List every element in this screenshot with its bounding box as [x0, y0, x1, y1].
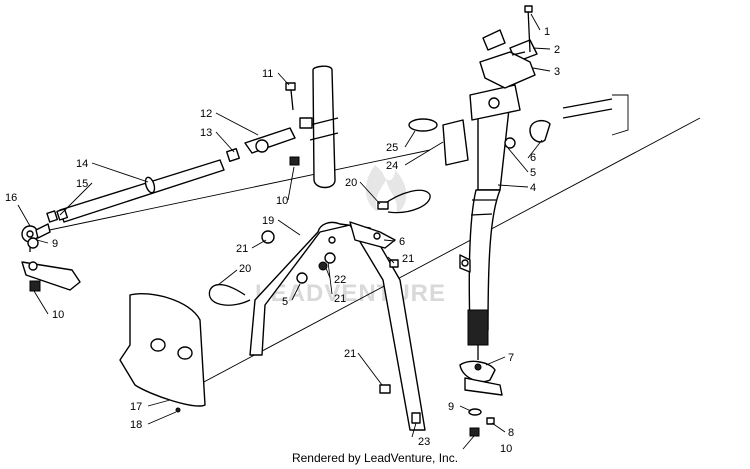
- footer-credit: Rendered by LeadVenture, Inc.: [291, 451, 459, 465]
- callout-3: 3: [554, 66, 560, 78]
- callout-10c: 10: [276, 195, 288, 207]
- cable-tie: [382, 189, 431, 214]
- steering-arm: [21, 237, 81, 292]
- callout-14: 14: [76, 158, 88, 170]
- callout-21b: 21: [334, 293, 346, 305]
- callout-5: 5: [530, 167, 536, 179]
- callout-17: 17: [130, 401, 142, 413]
- pitman-arm: [459, 360, 503, 396]
- callout-16: 16: [5, 192, 17, 204]
- callout-20b: 20: [239, 263, 251, 275]
- callout-24: 24: [386, 160, 398, 172]
- callout-10b: 10: [52, 309, 64, 321]
- callouts: 1 2 3 4 5 6 7 8 9 10 11 12 13 14 15 16 9…: [5, 26, 560, 455]
- clamp: [529, 119, 551, 143]
- callout-10: 10: [500, 443, 512, 455]
- callout-7: 7: [508, 352, 514, 364]
- pin: [486, 417, 495, 425]
- handlebar-clamp: [479, 5, 538, 89]
- callout-15: 15: [76, 178, 88, 190]
- support-frame: [249, 221, 426, 431]
- nut-lower: [469, 427, 480, 437]
- reference-line: [169, 117, 701, 401]
- callout-22: 22: [334, 274, 346, 286]
- callout-9: 9: [448, 401, 454, 413]
- callout-4: 4: [530, 182, 536, 194]
- callout-12: 12: [200, 108, 212, 120]
- leader-lines: [17, 13, 551, 450]
- callout-8: 8: [508, 427, 514, 439]
- long-bolts: [562, 94, 629, 136]
- reference-line-upper: [39, 149, 431, 233]
- washer: [504, 137, 516, 149]
- frame-post: [299, 65, 339, 189]
- callout-21d: 21: [344, 348, 356, 360]
- callout-6: 6: [530, 152, 536, 164]
- callout-9b: 9: [52, 238, 58, 250]
- callout-19: 19: [262, 215, 274, 227]
- callout-20: 20: [345, 177, 357, 189]
- callout-6b: 6: [399, 236, 405, 248]
- callout-5b: 5: [282, 296, 288, 308]
- cable-tie-lower: [208, 283, 251, 306]
- bolt: [285, 82, 296, 111]
- callout-13: 13: [200, 127, 212, 139]
- callout-1: 1: [544, 26, 550, 38]
- washer-lower: [468, 408, 482, 416]
- callout-18: 18: [130, 419, 142, 431]
- callout-21a: 21: [236, 243, 248, 255]
- steering-column: [459, 84, 521, 360]
- callout-21c: 21: [402, 253, 414, 265]
- bushing: [442, 119, 469, 166]
- watermark-logo: LEADVENTURE: [255, 165, 446, 307]
- tie-rod: [46, 127, 296, 223]
- callout-2: 2: [554, 44, 560, 56]
- skid-plate: [119, 293, 206, 413]
- callout-25: 25: [386, 142, 398, 154]
- callout-23: 23: [418, 436, 430, 448]
- watermark-text: LEADVENTURE: [255, 280, 446, 307]
- snap-ring: [408, 118, 438, 132]
- nut: [289, 156, 300, 166]
- callout-11: 11: [262, 68, 273, 80]
